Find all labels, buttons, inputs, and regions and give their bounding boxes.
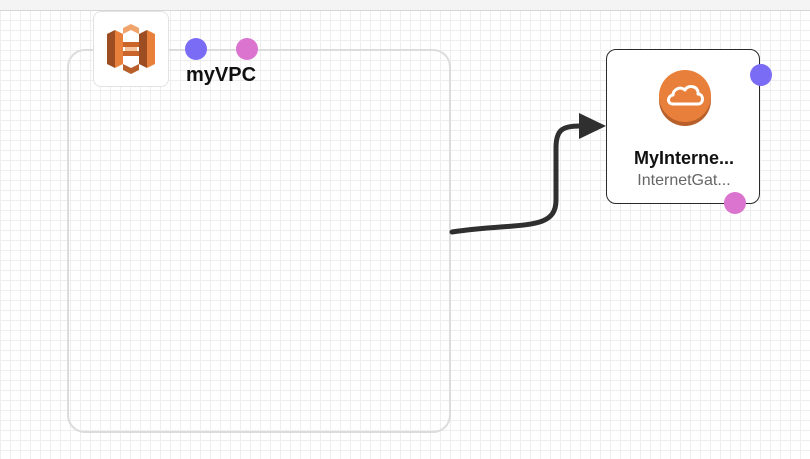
vpc-label: myVPC xyxy=(186,64,257,86)
gateway-type-label: InternetGat... xyxy=(637,172,731,189)
gateway-source-port[interactable] xyxy=(750,64,772,86)
vpc-to-gateway-edge[interactable] xyxy=(449,123,583,235)
aws-internet-gateway-icon xyxy=(659,70,711,126)
edge-arrowhead xyxy=(579,113,606,139)
gateway-title: MyInterne... xyxy=(633,148,735,168)
internet-gateway-node[interactable]: MyInterne... InternetGat... xyxy=(606,49,760,204)
vpc-target-port[interactable] xyxy=(236,38,258,60)
gateway-target-port[interactable] xyxy=(724,192,746,214)
vpc-source-port[interactable] xyxy=(185,38,207,60)
vpc-node-icon-box[interactable] xyxy=(93,11,169,87)
canvas-top-bar xyxy=(0,0,810,11)
vpc-group-container[interactable] xyxy=(67,49,451,433)
aws-vpc-icon xyxy=(107,24,155,74)
